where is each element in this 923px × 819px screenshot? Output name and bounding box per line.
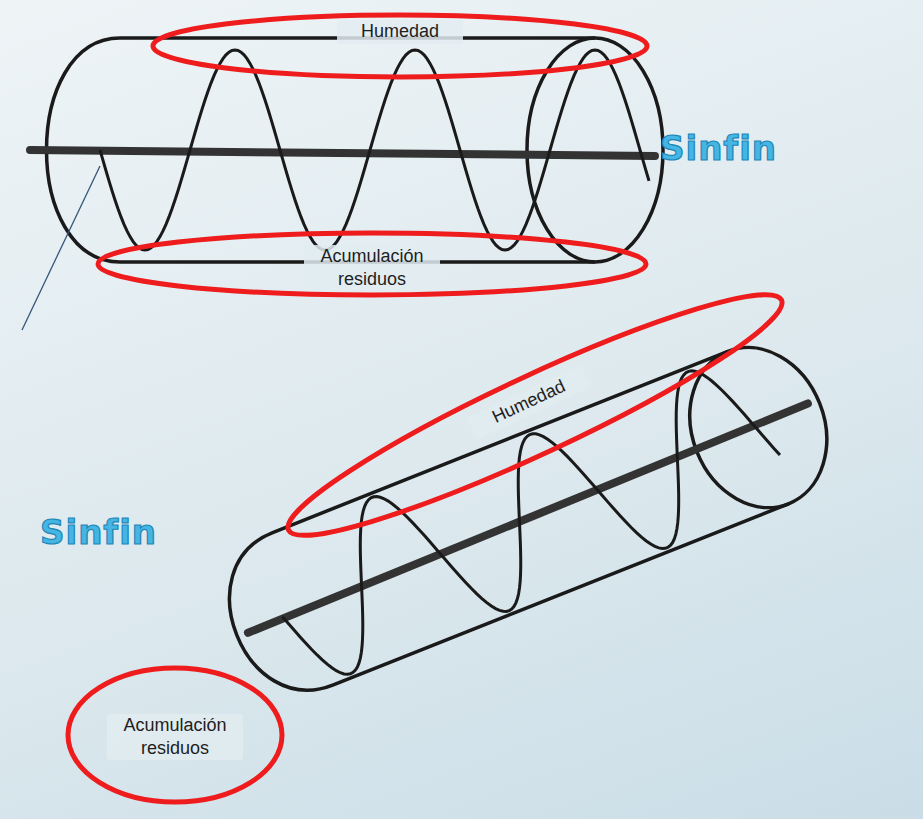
red-ellipse [98,233,646,295]
red-ellipse [68,668,282,802]
annotation-text: Humedad [337,20,463,43]
screw-flight [100,50,649,250]
ellipse-outline [268,261,802,570]
highlight-ellipse: Acumulación residuos [65,665,285,805]
part-label: Sinfin [660,128,777,168]
red-ellipse [272,265,798,566]
highlight-ellipse: Humedad [150,12,650,80]
screw-flight [254,351,797,689]
screw-conveyor [206,327,849,711]
leader-line [22,166,100,330]
conveyor-shaft [30,150,655,156]
conveyor-shaft [246,404,810,633]
annotation-text: Acumulación residuos [107,714,243,761]
red-ellipse [153,15,647,77]
annotation-text: Acumulación residuos [304,245,440,292]
part-label: Sinfin [40,512,157,552]
highlight-ellipse: Acumulación residuos [95,230,649,298]
screw-conveyor [30,38,663,262]
highlight-ellipse: Humedad [268,261,802,570]
